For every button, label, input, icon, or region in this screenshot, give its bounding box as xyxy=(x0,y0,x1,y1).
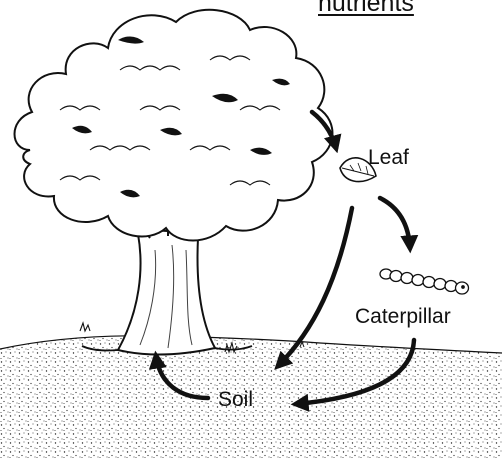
tree-illustration xyxy=(15,10,333,355)
tree-trunk xyxy=(118,231,215,355)
tree-canopy xyxy=(15,10,333,241)
diagram-title: nutrients xyxy=(318,0,414,16)
soil-label: Soil xyxy=(218,389,253,410)
caterpillar-icon xyxy=(380,269,469,294)
leaf-label: Leaf xyxy=(368,147,409,168)
caterpillar-label: Caterpillar xyxy=(355,306,451,327)
arrow-leaf-to-caterpillar xyxy=(380,198,410,248)
